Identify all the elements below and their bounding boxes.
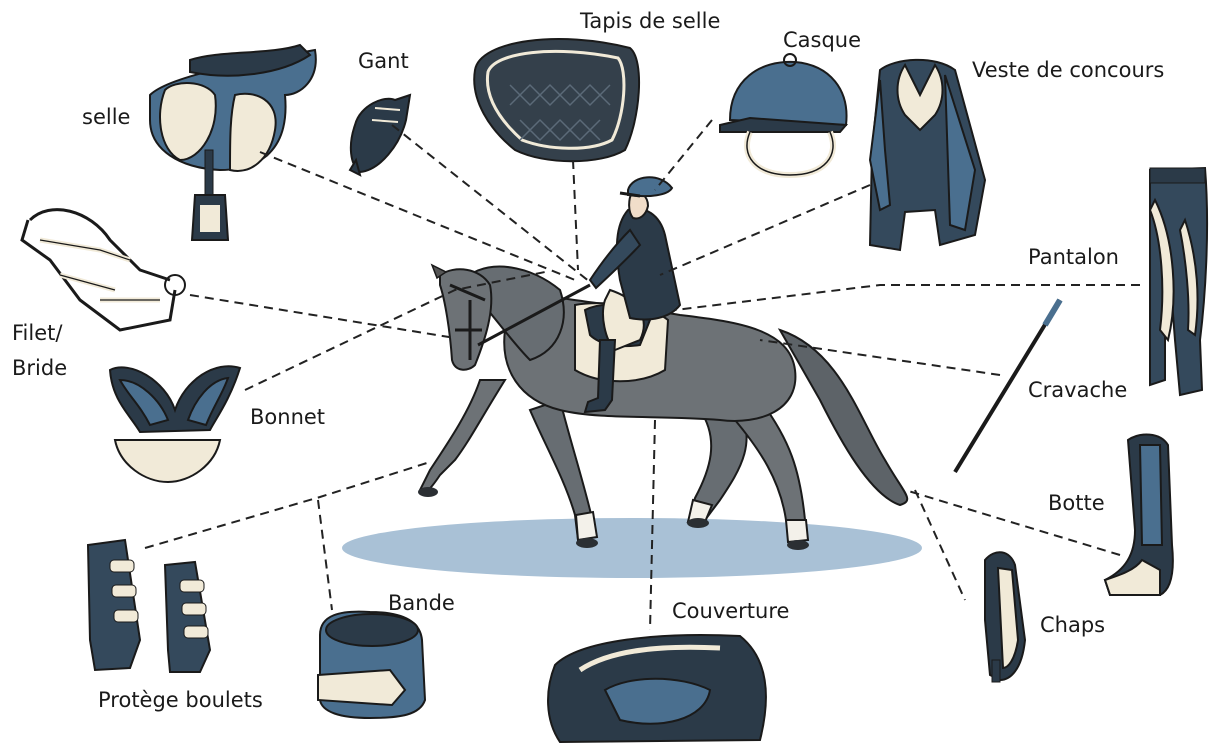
label-protege-boulets: Protège boulets	[98, 687, 263, 713]
breeches-item	[1150, 168, 1207, 395]
label-selle: selle	[82, 104, 130, 130]
label-filet-line2: Bride	[12, 355, 67, 381]
label-botte: Botte	[1048, 490, 1105, 516]
saddle-pad-item	[474, 39, 639, 161]
label-chaps: Chaps	[1040, 612, 1105, 638]
bandage-item	[318, 612, 425, 718]
label-couverture: Couverture	[672, 598, 789, 624]
rug-item	[548, 635, 766, 742]
show-jacket-item	[870, 60, 985, 250]
fly-bonnet-item	[110, 366, 240, 482]
label-bonnet: Bonnet	[250, 404, 325, 430]
half-chaps-item	[985, 552, 1025, 682]
saddle-item	[150, 45, 316, 240]
fetlock-boots-item	[88, 540, 210, 672]
label-cravache: Cravache	[1028, 377, 1127, 403]
label-bande: Bande	[388, 590, 455, 616]
arena-shadow	[342, 518, 922, 578]
helmet-item	[720, 54, 847, 175]
label-pantalon: Pantalon	[1028, 244, 1119, 270]
label-gant: Gant	[358, 48, 409, 74]
label-tapis-de-selle: Tapis de selle	[580, 8, 720, 34]
label-filet-line1: Filet/	[12, 320, 62, 346]
bridle-item	[22, 210, 185, 330]
label-veste-de-concours: Veste de concours	[972, 57, 1164, 83]
label-casque: Casque	[783, 27, 861, 53]
tall-boot-item	[1105, 435, 1173, 595]
glove-item	[350, 95, 410, 175]
